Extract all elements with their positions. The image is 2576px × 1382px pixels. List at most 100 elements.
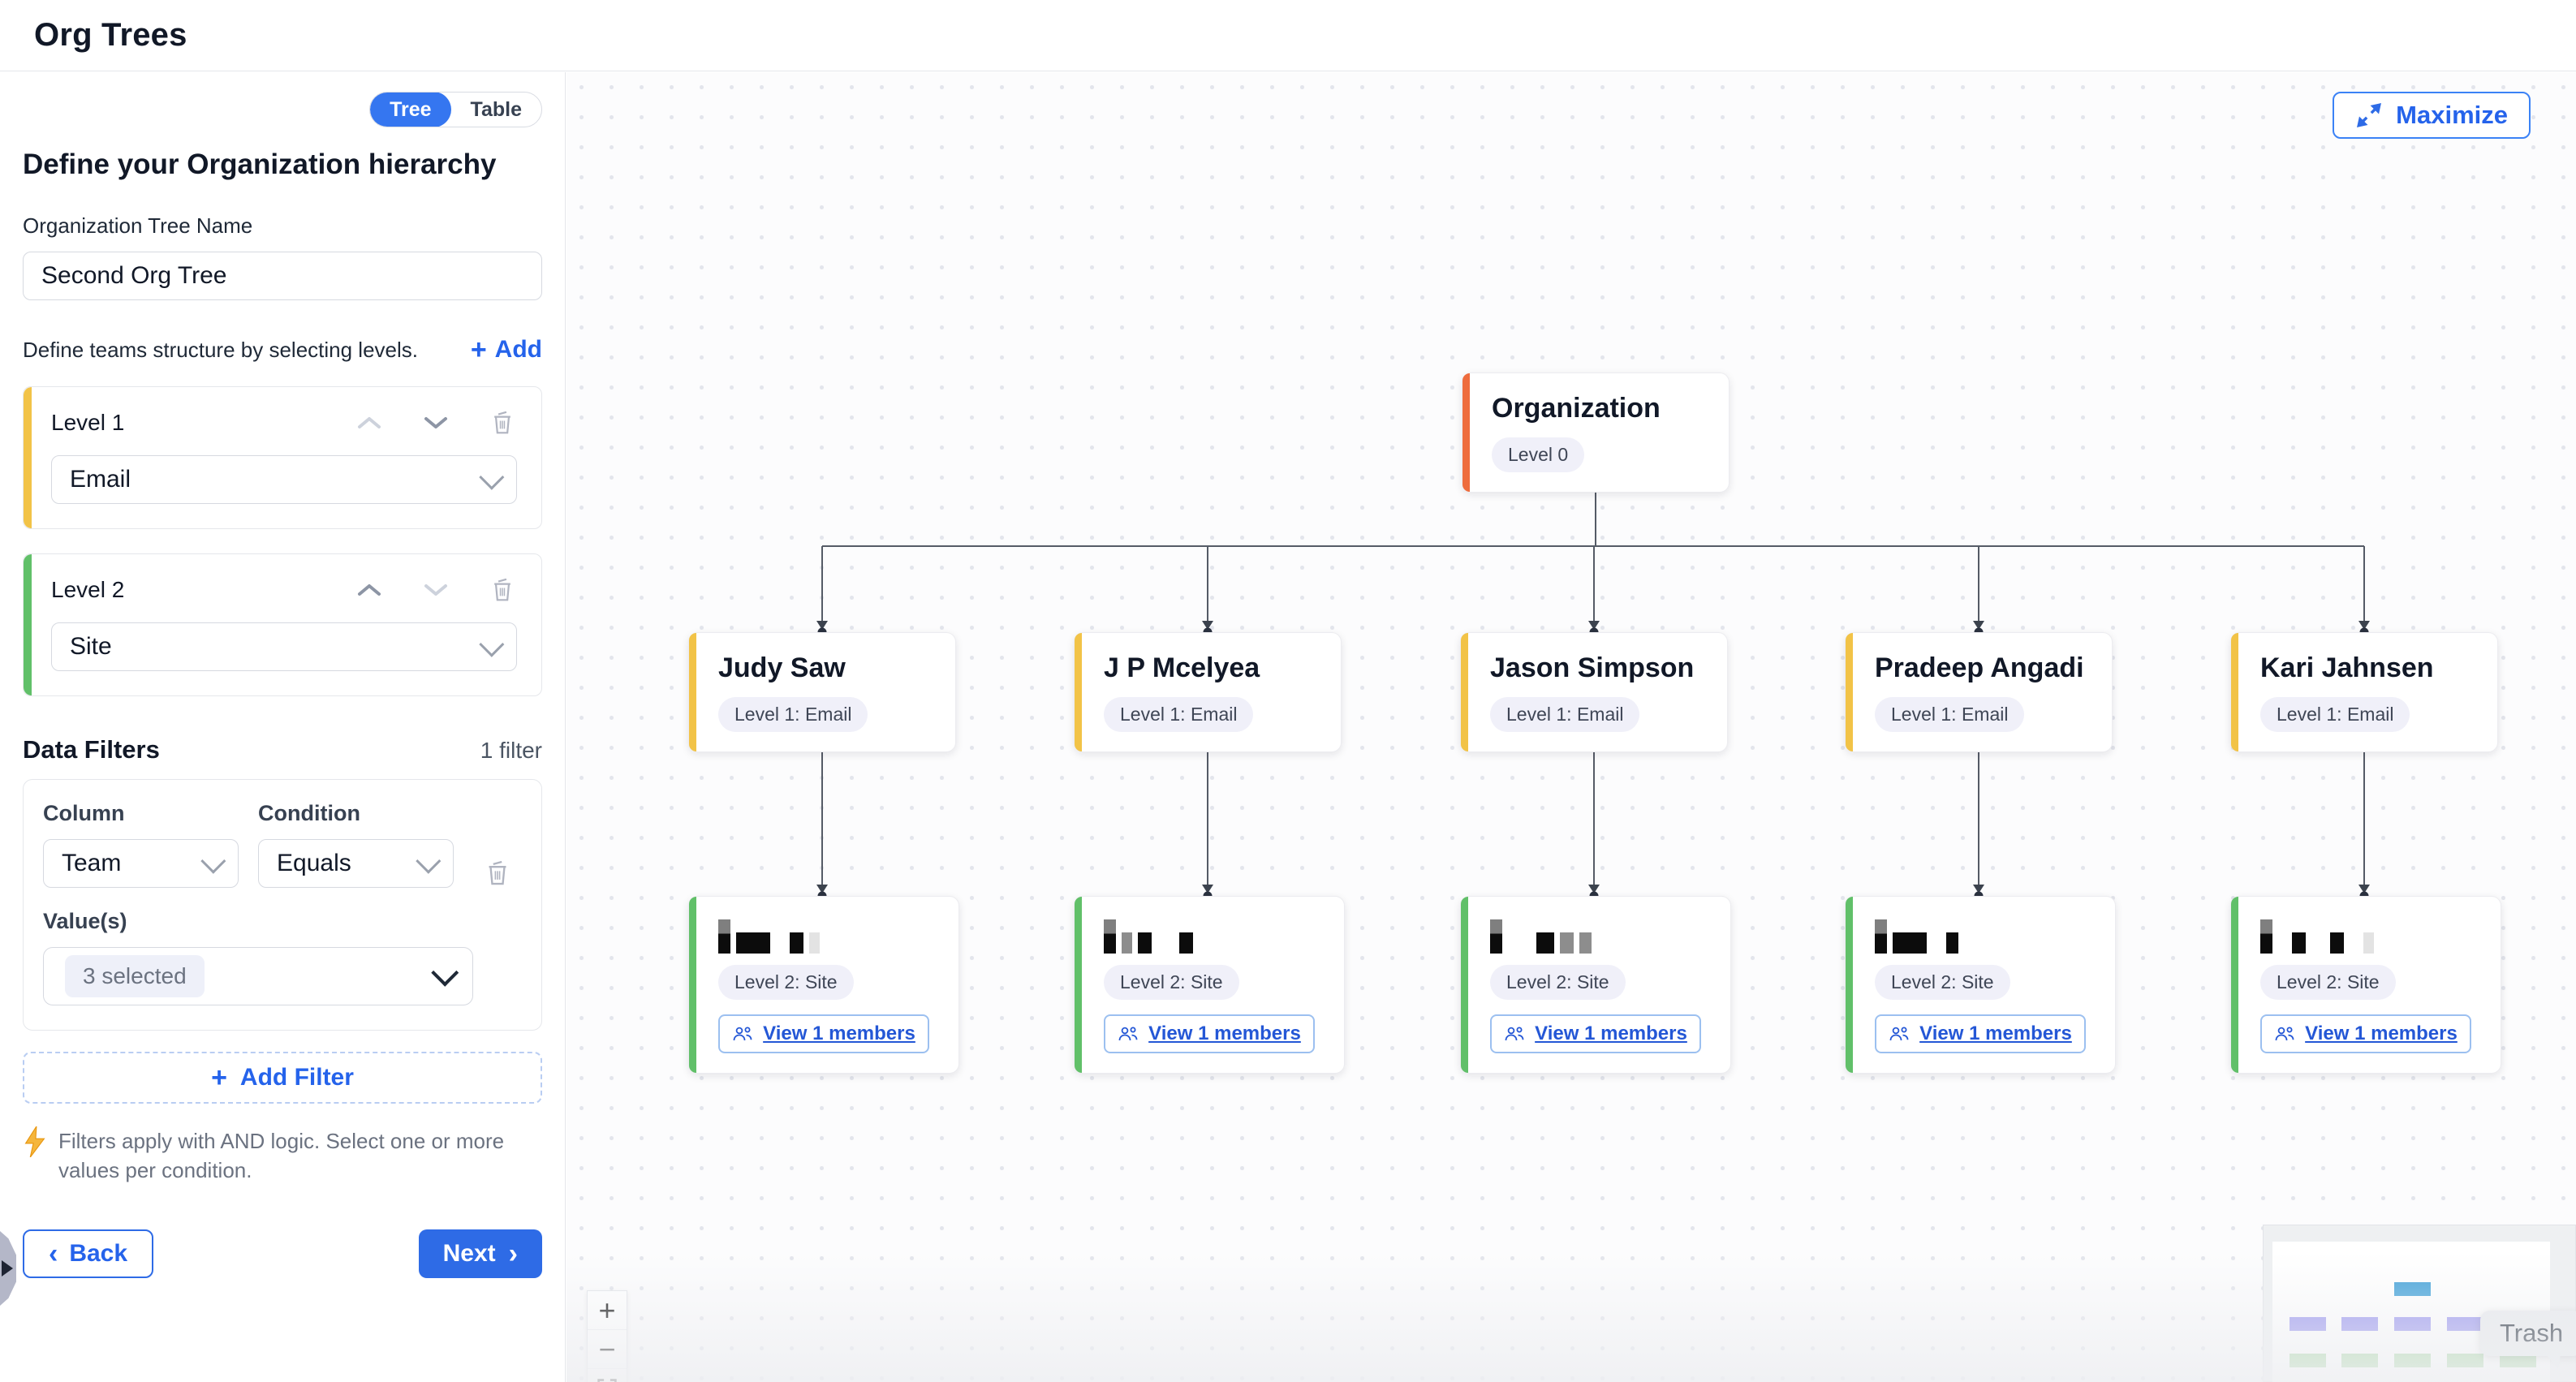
members-icon <box>1505 1027 1524 1041</box>
node-title: Judy Saw <box>718 652 846 683</box>
view-members-button[interactable]: View 1 members <box>1875 1014 2086 1053</box>
node-level-badge: Level 2: Site <box>718 965 854 1000</box>
fit-view-button[interactable] <box>588 1369 627 1382</box>
node-accent-bar <box>1461 897 1468 1073</box>
node-title: Jason Simpson <box>1490 652 1695 683</box>
level-accent-bar <box>24 554 32 695</box>
node-accent-bar <box>1846 897 1853 1073</box>
condition-label: Condition <box>258 801 360 825</box>
view-members-button[interactable]: View 1 members <box>718 1014 929 1053</box>
page-title: Org Trees <box>34 17 187 53</box>
delete-level-button[interactable] <box>488 575 517 605</box>
tree-node[interactable]: Level 2: Site View 1 members <box>1074 896 1345 1074</box>
trash-icon <box>489 860 506 885</box>
chevron-down-icon <box>424 417 447 428</box>
tree-node[interactable]: J P Mcelyea Level 1: Email <box>1074 632 1342 752</box>
minimap-level2-node <box>2447 1354 2483 1367</box>
delete-filter-button[interactable] <box>483 859 512 888</box>
tree-node[interactable]: Level 2: Site View 1 members <box>2230 896 2501 1074</box>
chevron-down-icon <box>431 958 459 987</box>
column-label: Column <box>43 801 125 825</box>
tree-node[interactable]: Level 2: Site View 1 members <box>1460 896 1731 1074</box>
back-button[interactable]: ‹ Back <box>23 1229 154 1278</box>
play-arrow-icon <box>2 1260 13 1277</box>
tree-node[interactable]: Pradeep Angadi Level 1: Email <box>1845 632 2113 752</box>
tree-node[interactable]: Level 2: Site View 1 members <box>1845 896 2116 1074</box>
node-title: Organization <box>1492 393 1661 424</box>
chevron-left-icon: ‹ <box>49 1238 58 1269</box>
chevron-down-icon <box>424 584 447 596</box>
level-accent-bar <box>24 387 32 528</box>
node-level-badge: Level 1: Email <box>1875 697 2025 732</box>
tree-node[interactable]: Judy Saw Level 1: Email <box>688 632 956 752</box>
chevron-down-icon <box>479 631 505 657</box>
values-multiselect[interactable]: 3 selected <box>43 947 473 1005</box>
minimap-root-node <box>2394 1282 2431 1296</box>
level-title: Level 1 <box>51 410 125 435</box>
minimap[interactable] <box>2263 1225 2576 1382</box>
add-filter-button[interactable]: + Add Filter <box>23 1052 542 1104</box>
minimap-level1-node <box>2447 1317 2483 1331</box>
next-button[interactable]: Next › <box>418 1229 542 1278</box>
tree-name-input[interactable]: Second Org Tree <box>23 252 542 300</box>
add-level-button[interactable]: + Add <box>470 334 542 365</box>
view-members-button[interactable]: View 1 members <box>1104 1014 1315 1053</box>
node-accent-bar <box>1075 633 1082 751</box>
trash-icon <box>494 411 510 434</box>
level-field-select[interactable]: Site <box>51 622 517 671</box>
redacted-member-name <box>2260 916 2478 954</box>
minimap-level1-node <box>2341 1317 2378 1331</box>
move-down-button[interactable] <box>421 575 450 605</box>
values-label: Value(s) <box>43 909 127 933</box>
move-up-button[interactable] <box>355 575 384 605</box>
node-accent-bar <box>2231 633 2238 751</box>
page-header: Org Trees <box>0 0 2576 71</box>
org-tree-canvas[interactable]: Organization Level 0 Judy Saw Level 1: Em… <box>566 72 2576 1382</box>
chevron-down-icon <box>479 464 505 490</box>
toggle-option-tree[interactable]: Tree <box>370 93 451 127</box>
maximize-button[interactable]: Maximize <box>2333 92 2531 139</box>
move-up-button[interactable] <box>355 408 384 437</box>
redacted-member-name <box>1104 916 1321 954</box>
trash-tooltip: Trash <box>2480 1311 2576 1369</box>
chevron-down-icon <box>416 848 442 874</box>
chevron-up-icon <box>358 417 381 428</box>
view-toggle-row: Tree Table <box>23 92 542 127</box>
condition-select[interactable]: Equals <box>258 839 454 888</box>
tree-name-label: Organization Tree Name <box>23 213 253 238</box>
zoom-in-button[interactable]: + <box>588 1291 627 1330</box>
sidebar-heading: Define your Organization hierarchy <box>23 149 497 180</box>
toggle-option-table[interactable]: Table <box>470 97 522 121</box>
selected-count-chip: 3 selected <box>65 955 205 997</box>
redacted-member-name <box>1490 916 1708 954</box>
node-accent-bar <box>689 633 696 751</box>
zoom-out-button[interactable]: − <box>588 1330 627 1369</box>
minimap-level1-node <box>2290 1317 2326 1331</box>
node-title: Pradeep Angadi <box>1875 652 2084 683</box>
members-icon <box>1889 1027 1909 1041</box>
levels-hint: Define teams structure by selecting leve… <box>23 337 418 362</box>
view-members-button[interactable]: View 1 members <box>2260 1014 2471 1053</box>
tree-node[interactable]: Organization Level 0 <box>1462 372 1730 493</box>
level-field-select[interactable]: Email <box>51 455 517 504</box>
fit-view-icon <box>597 1378 617 1382</box>
node-title: Kari Jahnsen <box>2260 652 2434 683</box>
node-level-badge: Level 2: Site <box>1875 965 2010 1000</box>
node-level-badge: Level 2: Site <box>2260 965 2396 1000</box>
view-members-button[interactable]: View 1 members <box>1490 1014 1701 1053</box>
redacted-member-name <box>718 916 936 954</box>
minimap-level1-node <box>2394 1317 2431 1331</box>
minimap-level2-node <box>2290 1354 2326 1367</box>
data-filters-title: Data Filters <box>23 735 160 764</box>
tree-node[interactable]: Jason Simpson Level 1: Email <box>1460 632 1728 752</box>
chevron-right-icon: › <box>508 1238 518 1269</box>
expand-panel-handle[interactable] <box>0 1231 16 1306</box>
node-accent-bar <box>1462 373 1470 492</box>
delete-level-button[interactable] <box>488 408 517 437</box>
tree-node[interactable]: Level 2: Site View 1 members <box>688 896 959 1074</box>
column-select[interactable]: Team <box>43 839 239 888</box>
tree-node[interactable]: Kari Jahnsen Level 1: Email <box>2230 632 2498 752</box>
move-down-button[interactable] <box>421 408 450 437</box>
lightning-icon <box>24 1126 45 1157</box>
